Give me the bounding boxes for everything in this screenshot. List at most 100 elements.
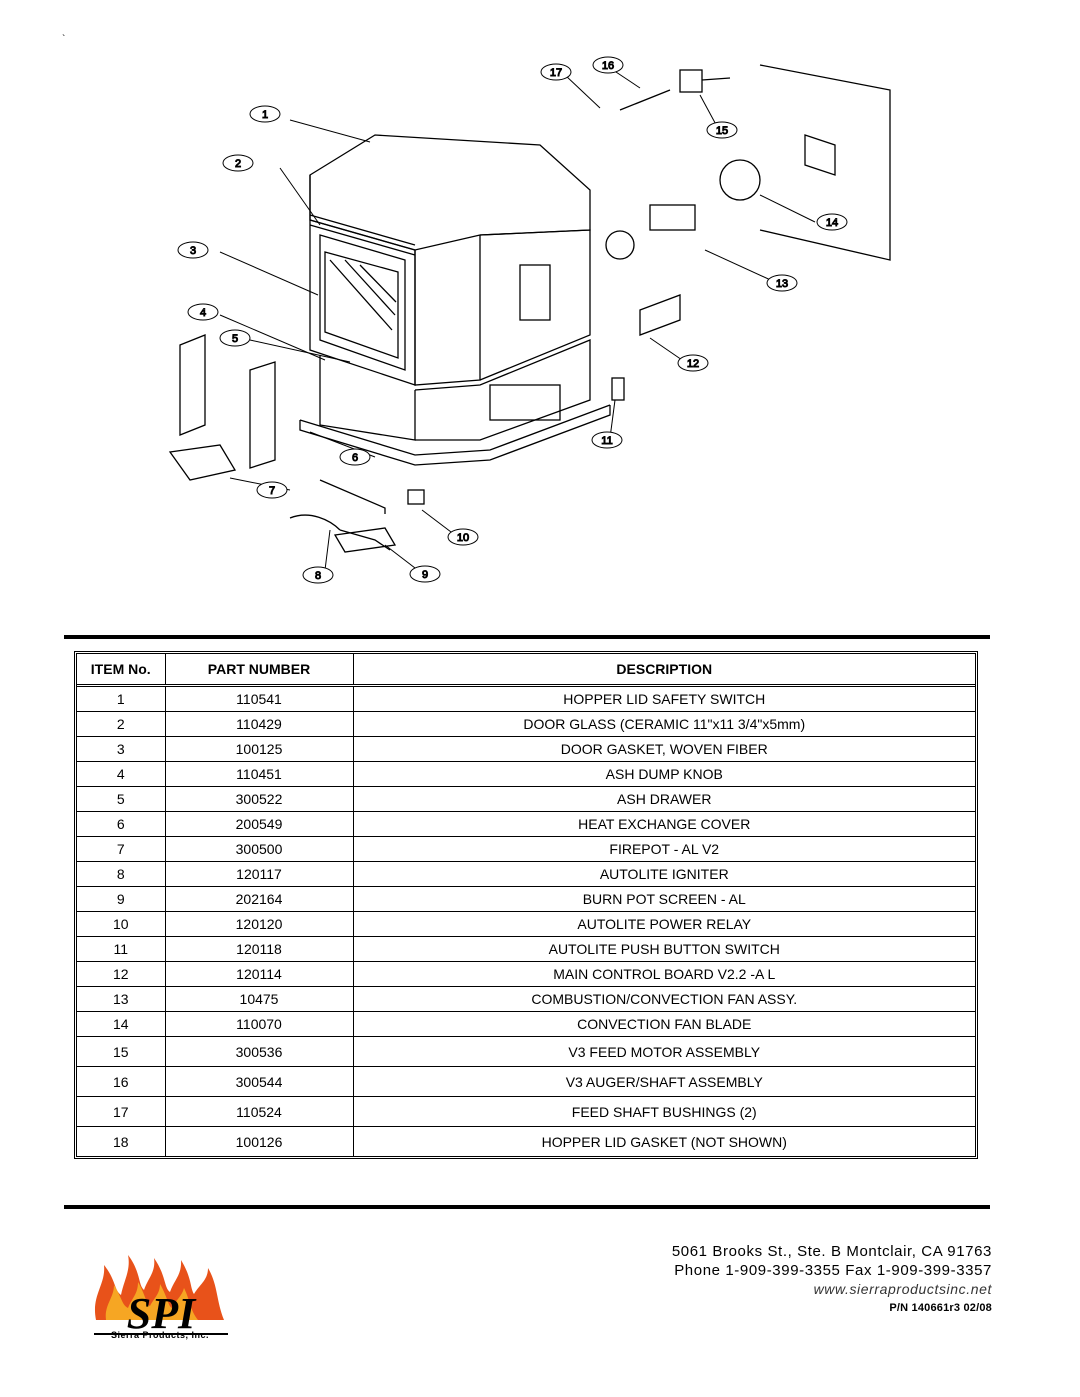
logo-subtitle: Sierra Products, Inc. bbox=[110, 1330, 210, 1340]
cell-part: 120118 bbox=[165, 936, 354, 962]
cell-item: 12 bbox=[77, 961, 166, 987]
cell-item: 16 bbox=[77, 1066, 166, 1097]
cell-desc: HEAT EXCHANGE COVER bbox=[353, 811, 975, 837]
cell-part: 110541 bbox=[165, 685, 354, 712]
company-contact: 5061 Brooks St., Ste. B Montclair, CA 91… bbox=[672, 1242, 992, 1318]
cell-desc: V3 FEED MOTOR ASSEMBLY bbox=[353, 1036, 975, 1067]
cell-desc: HOPPER LID SAFETY SWITCH bbox=[563, 691, 766, 707]
cell-part: 110451 bbox=[165, 761, 354, 787]
cell-part: 100125 bbox=[165, 736, 354, 762]
cell-desc: AUTOLITE PUSH BUTTON SWITCH bbox=[353, 936, 975, 962]
callout-12: 12 bbox=[687, 358, 699, 370]
cell-item: 1 bbox=[77, 685, 166, 712]
cell-desc: DOOR GASKET, WOVEN FIBER bbox=[353, 736, 975, 762]
cell-part: 110429 bbox=[165, 711, 354, 737]
cell-part: 300522 bbox=[165, 786, 354, 812]
header-part: PART NUMBER bbox=[165, 654, 354, 687]
cell-desc: CONVECTION FAN BLADE bbox=[353, 1011, 975, 1037]
cell-desc: MAIN CONTROL BOARD V2.2 -A L bbox=[353, 961, 975, 987]
address-line: 5061 Brooks St., Ste. B Montclair, CA 91… bbox=[671, 1243, 992, 1260]
logo-text: SPI bbox=[127, 1289, 197, 1338]
header-item: ITEM No. bbox=[77, 654, 166, 687]
callout-2: 2 bbox=[235, 158, 241, 170]
cell-desc: FIREPOT - AL V2 bbox=[353, 836, 975, 862]
cell-item: 5 bbox=[77, 786, 166, 812]
cell-desc: HOPPER LID GASKET (NOT SHOWN) bbox=[353, 1126, 975, 1156]
callout-10: 10 bbox=[457, 532, 469, 544]
website-link[interactable]: www.sierraproductsinc.net bbox=[813, 1281, 992, 1297]
callout-8: 8 bbox=[315, 570, 321, 582]
cell-part: 110070 bbox=[165, 1011, 354, 1037]
cell-part: 120114 bbox=[165, 961, 354, 987]
cell-item: 2 bbox=[77, 711, 166, 737]
callout-11: 11 bbox=[601, 435, 612, 447]
cell-item: 18 bbox=[77, 1126, 166, 1156]
cell-item: 15 bbox=[77, 1036, 166, 1067]
cell-part: 300536 bbox=[165, 1036, 354, 1067]
cell-part: 300500 bbox=[165, 836, 354, 862]
cell-item: 13 bbox=[77, 986, 166, 1012]
cell-item: 4 bbox=[77, 761, 166, 787]
top-rule bbox=[64, 635, 990, 639]
callout-3: 3 bbox=[190, 245, 196, 257]
cell-item: 10 bbox=[77, 911, 166, 937]
bottom-rule bbox=[64, 1205, 990, 1209]
spi-logo: SPI bbox=[94, 1255, 228, 1338]
cell-part: 202164 bbox=[165, 886, 354, 912]
top-mark: ` bbox=[62, 34, 66, 45]
header-desc: DESCRIPTION bbox=[353, 654, 975, 687]
cell-desc: COMBUSTION/CONVECTION FAN ASSY. bbox=[353, 986, 975, 1012]
phone-line: Phone 1-909-399-3355 Fax 1-909-399-3357 bbox=[674, 1262, 992, 1279]
cell-item: 6 bbox=[77, 811, 166, 837]
cell-desc: ASH DUMP KNOB bbox=[353, 761, 975, 787]
cell-desc: V3 AUGER/SHAFT ASSEMBLY bbox=[353, 1066, 975, 1097]
callout-5: 5 bbox=[232, 333, 238, 345]
cell-desc: ASH DRAWER bbox=[353, 786, 975, 812]
cell-desc: FEED SHAFT BUSHINGS (2) bbox=[353, 1096, 975, 1127]
cell-part: 120117 bbox=[165, 861, 354, 887]
cell-desc: AUTOLITE IGNITER bbox=[353, 861, 975, 887]
cell-desc: BURN POT SCREEN - AL bbox=[353, 886, 975, 912]
callout-7: 7 bbox=[269, 485, 275, 497]
cell-part: 120120 bbox=[165, 911, 354, 937]
cell-item: 11 bbox=[77, 936, 166, 962]
cell-desc: AUTOLITE POWER RELAY bbox=[353, 911, 975, 937]
callout-9: 9 bbox=[422, 569, 428, 581]
callout-6: 6 bbox=[352, 452, 358, 464]
part-number-line: P/N 140661r3 02/08 bbox=[889, 1302, 992, 1314]
cell-item: 9 bbox=[77, 886, 166, 912]
parts-diagram: 1 2 3 4 5 6 7 8 9 10 11 12 13 14 15 16 1… bbox=[168, 56, 891, 584]
flame-icon bbox=[94, 1255, 224, 1320]
cell-item: 7 bbox=[77, 836, 166, 862]
callout-13: 13 bbox=[776, 278, 788, 290]
cell-item: 8 bbox=[77, 861, 166, 887]
callout-1: 1 bbox=[262, 109, 268, 121]
callout-14: 14 bbox=[826, 217, 838, 229]
callout-16: 16 bbox=[602, 60, 614, 72]
cell-part: 300544 bbox=[165, 1066, 354, 1097]
callout-4: 4 bbox=[200, 307, 206, 319]
cell-item: 14 bbox=[77, 1011, 166, 1037]
cell-part: 110524 bbox=[165, 1096, 354, 1127]
cell-part: 100126 bbox=[165, 1126, 354, 1156]
cell-part: 200549 bbox=[165, 811, 354, 837]
cell-part: 10475 bbox=[165, 986, 354, 1012]
